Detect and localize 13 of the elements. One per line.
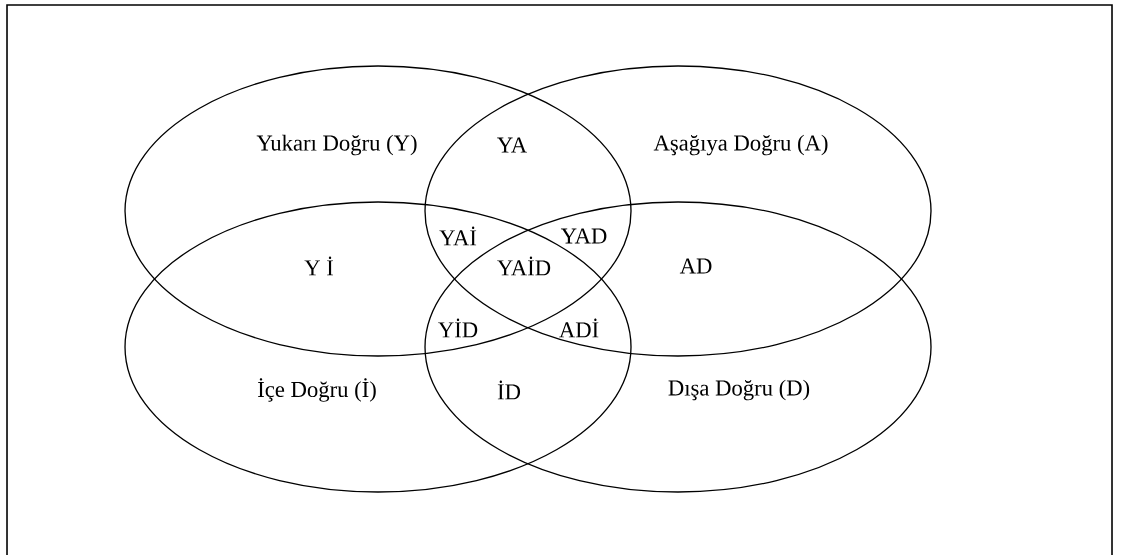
set-label: İçe Doğru (İ): [258, 378, 376, 402]
region-label: YİD: [438, 318, 478, 338]
region-label: YAİ: [439, 226, 477, 246]
region-label: YAİD: [497, 256, 551, 276]
region-label: Y İ: [304, 256, 333, 276]
region-label: İD: [497, 380, 521, 400]
set-label: Yukarı Doğru (Y): [256, 134, 417, 156]
region-label: YA: [497, 137, 527, 153]
set-label: Dışa Doğru (D): [668, 379, 810, 401]
region-label: ADİ: [559, 318, 599, 338]
region-label: YAD: [560, 228, 607, 244]
region-label: AD: [679, 258, 712, 274]
set-label: Aşağıya Doğru (A): [653, 134, 828, 156]
